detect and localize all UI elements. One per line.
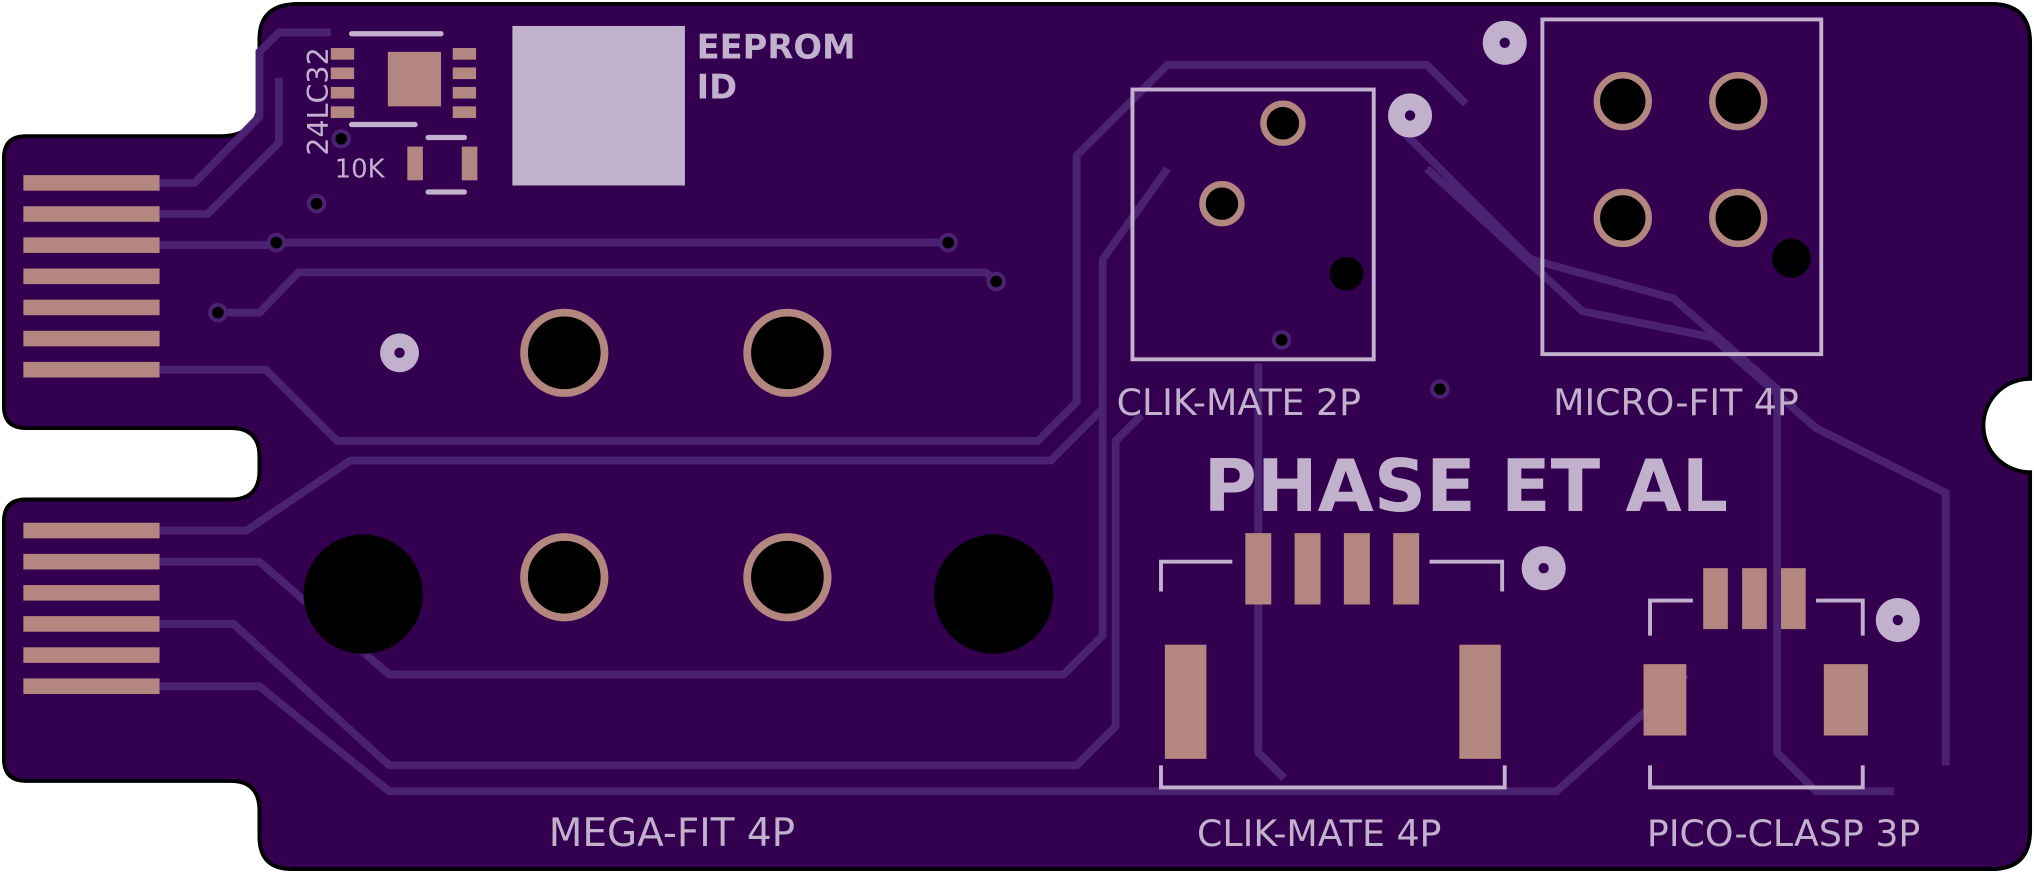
id-label: ID bbox=[697, 68, 738, 107]
clik-mate-4p-footprint bbox=[1159, 533, 1566, 790]
pico-clasp-3p-label: PICO-CLASP 3P bbox=[1647, 812, 1920, 855]
clik-mate-2p-footprint bbox=[1130, 87, 1433, 362]
gold-fingers-upper bbox=[23, 175, 160, 378]
gold-fingers-lower bbox=[23, 522, 160, 694]
mega-fit-4p-label: MEGA-FIT 4P bbox=[549, 811, 795, 856]
micro-fit-4p-footprint bbox=[1482, 17, 1824, 357]
micro-fit-4p-label: MICRO-FIT 4P bbox=[1553, 381, 1799, 424]
mega-fit-4p-footprint bbox=[303, 308, 1054, 654]
clik-mate-4p-label: CLIK-MATE 4P bbox=[1197, 812, 1441, 855]
vias bbox=[208, 129, 1450, 399]
pico-clasp-3p-footprint bbox=[1643, 568, 1920, 790]
resistor-label: 10K bbox=[335, 155, 386, 185]
eeprom-ic-footprint: 24LC32 10K bbox=[302, 31, 478, 195]
chip-label: 24LC32 bbox=[302, 47, 335, 155]
eeprom-id-silk-box bbox=[512, 25, 685, 186]
eeprom-label: EEPROM bbox=[697, 27, 856, 66]
clik-mate-2p-label: CLIK-MATE 2P bbox=[1117, 381, 1361, 424]
board-title: PHASE ET AL bbox=[1204, 445, 1728, 529]
